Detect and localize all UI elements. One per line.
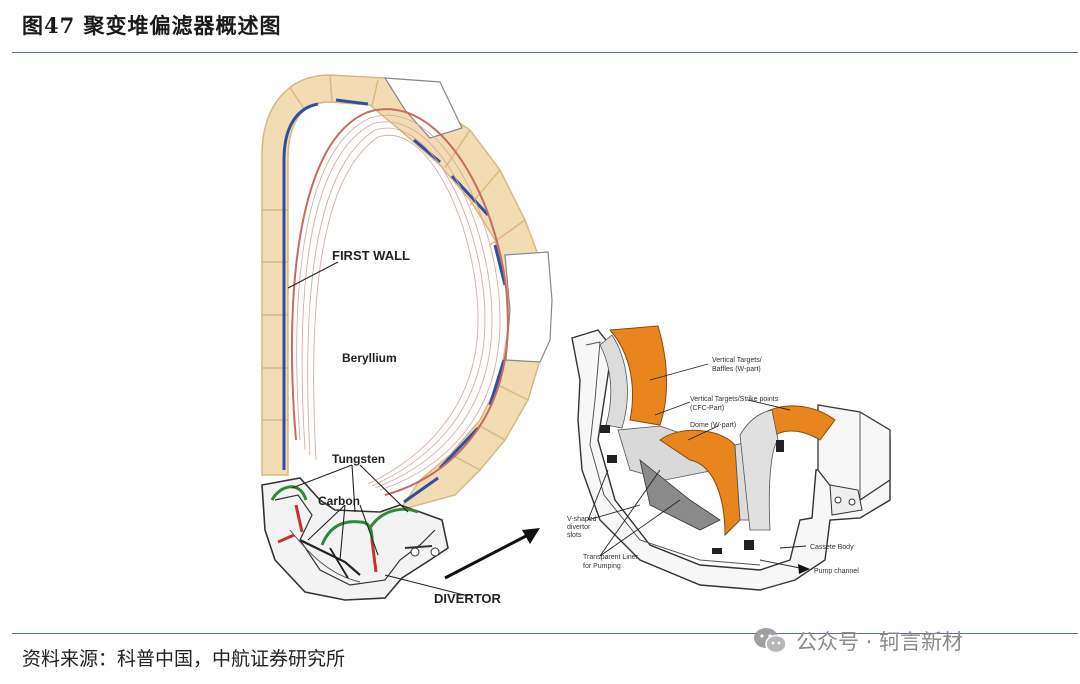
divertor-section [261,477,449,601]
label-divertor: DIVERTOR [434,591,502,606]
label-v-slots-1: V-shaped [567,516,597,523]
label-carbon: Carbon [318,494,360,508]
label-vt-strike-1: Vertical Targets/Strike points [690,396,779,403]
label-liner-2: for Pumping [583,563,621,570]
label-beryllium: Beryllium [342,351,397,365]
label-vt-baffles-1: Vertical Targets/ [712,357,762,364]
zoom-arrow [444,528,540,580]
label-dome: Dome (W-part) [690,422,736,429]
label-cassette-body: Cassete Body [810,544,854,551]
separatrix-line [290,108,510,496]
figure-title: 图47 聚变堆偏滤器概述图 [22,13,282,38]
label-vt-baffles-2: Baffles (W-part) [712,366,761,373]
source-note: 资料来源：科普中国，中航证券研究所 [22,648,346,670]
divertor-cassette [571,325,891,591]
footer-rule [12,633,1078,634]
pump-arrow-head [798,564,810,574]
label-liner-1: Transparent Liner [583,554,639,561]
label-vt-strike-2: (CFC-Part) [690,405,724,412]
watermark: 公众号 · 轲言新材 [752,626,963,656]
label-pump-channel: Pump channel [814,568,859,575]
label-tungsten: Tungsten [332,452,385,466]
leader-lines-right [587,363,807,569]
label-first-wall: FIRST WALL [332,248,410,263]
label-v-slots-2: divertor [567,524,591,531]
label-v-slots-3: slots [567,532,582,539]
plasma-flux-lines [296,115,501,491]
wechat-icon [754,628,787,654]
leader-lines-left [287,261,469,597]
header-rule [12,52,1078,53]
watermark-text: 公众号 · 轲言新材 [796,630,964,654]
